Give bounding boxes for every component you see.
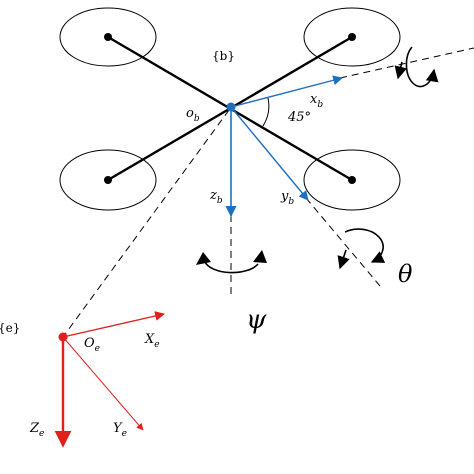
body-origin-label: ob — [186, 106, 200, 124]
dashed-yb-extension — [305, 197, 381, 287]
psi-label: ψ — [246, 305, 267, 335]
Ze-label: Ze — [29, 421, 44, 439]
rotor-front-right — [303, 7, 401, 67]
xb-label: xb — [310, 92, 323, 110]
Ye-label: Ye — [113, 421, 127, 439]
earth-origin-dot — [58, 332, 68, 342]
rotor-rear-right — [303, 149, 401, 211]
rotor-front-left — [59, 7, 157, 67]
motor-hub — [348, 176, 356, 184]
yb-axis-arrow — [230, 106, 309, 201]
dashed-xb-extension — [339, 47, 474, 79]
body-frame-label: {b} — [212, 49, 235, 63]
Xe-label: Xe — [144, 332, 160, 350]
body-origin-dot — [226, 102, 236, 112]
yb-label: yb — [280, 189, 294, 207]
yaw-rotation-arrowhead-right — [253, 250, 267, 263]
angle-label: 45° — [287, 110, 311, 125]
dashed-origin-link — [62, 109, 230, 338]
Xe-axis-arrow — [62, 311, 165, 338]
theta-label: θ — [398, 260, 413, 288]
motor-hub — [104, 33, 112, 41]
xb-axis-arrow — [230, 75, 343, 108]
roll-rotation-arrow-tail — [394, 61, 408, 80]
motor-hub — [348, 33, 356, 41]
earth-origin-label: Oe — [84, 336, 100, 354]
rotor-rear-left — [59, 149, 157, 211]
yaw-rotation-arrowhead-left — [196, 252, 211, 265]
roll-rotation-arrow — [405, 46, 439, 88]
angle-arc — [262, 97, 270, 127]
earth-frame-label: {e} — [0, 321, 20, 335]
yaw-rotation-arrow — [204, 261, 259, 274]
zb-label: zb — [209, 188, 223, 206]
motor-hub — [104, 176, 112, 184]
pitch-rotation-arrow-tail — [337, 249, 350, 270]
pitch-rotation-arrow — [344, 228, 386, 263]
Ye-axis-arrow — [62, 336, 144, 431]
